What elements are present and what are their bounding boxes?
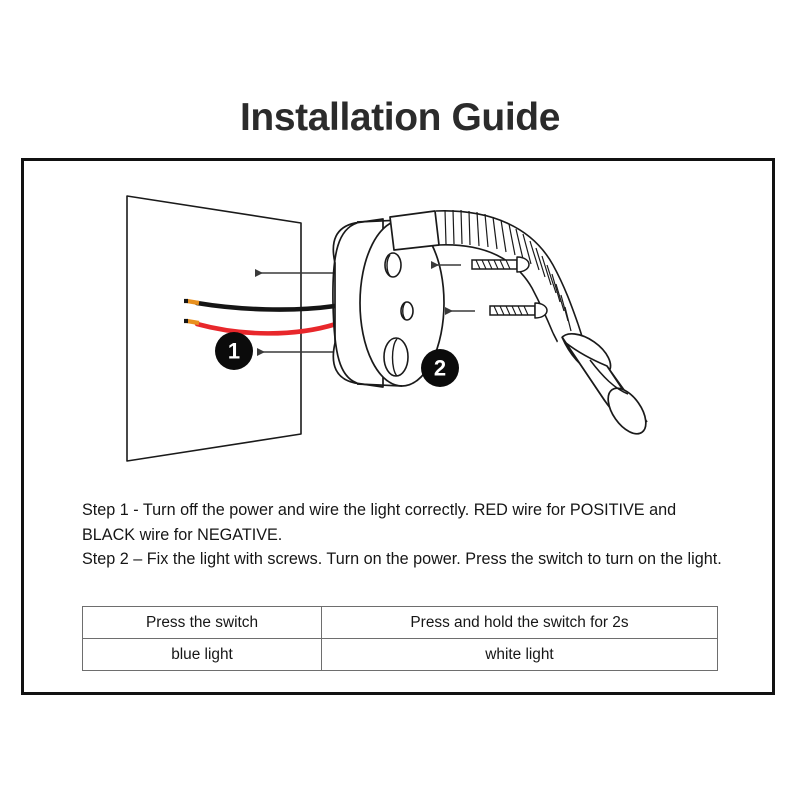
neck-stub xyxy=(389,210,440,251)
table-cell-press-switch: Press the switch xyxy=(82,606,322,639)
installation-diagram: 1 2 xyxy=(126,195,648,462)
screw-upper xyxy=(431,256,530,273)
black-wire xyxy=(184,298,338,312)
table-cell-white-light: white light xyxy=(321,638,718,671)
callout-badge-1-label: 1 xyxy=(228,339,240,364)
callout-badge-2-label: 2 xyxy=(434,356,446,381)
switch-behavior-table: Press the switch Press and hold the swit… xyxy=(82,606,718,671)
table-row: Press the switch Press and hold the swit… xyxy=(82,606,718,639)
switch-button[interactable] xyxy=(383,337,409,377)
table-cell-blue-light: blue light xyxy=(82,638,322,671)
table-row: blue light white light xyxy=(82,638,718,671)
instruction-step-1: Step 1 - Turn off the power and wire the… xyxy=(82,501,677,544)
callout-badge-2: 2 xyxy=(421,349,459,387)
lamp-base xyxy=(332,218,445,388)
page-title: Installation Guide xyxy=(240,96,560,139)
red-wire xyxy=(184,318,339,336)
content-frame: 1 2 Step 1 - Turn off the power and wire… xyxy=(21,158,775,695)
mount-hole-upper xyxy=(384,252,402,278)
callout-badge-1: 1 xyxy=(215,332,253,370)
screw-lower xyxy=(445,302,548,319)
gooseneck xyxy=(435,209,587,358)
mount-hole-lower xyxy=(400,301,414,321)
table-cell-press-hold-switch: Press and hold the switch for 2s xyxy=(321,606,718,639)
instruction-step-2: Step 2 – Fix the light with screws. Turn… xyxy=(82,550,722,568)
instructions-block: Step 1 - Turn off the power and wire the… xyxy=(82,498,732,572)
lamp-head xyxy=(546,332,648,435)
